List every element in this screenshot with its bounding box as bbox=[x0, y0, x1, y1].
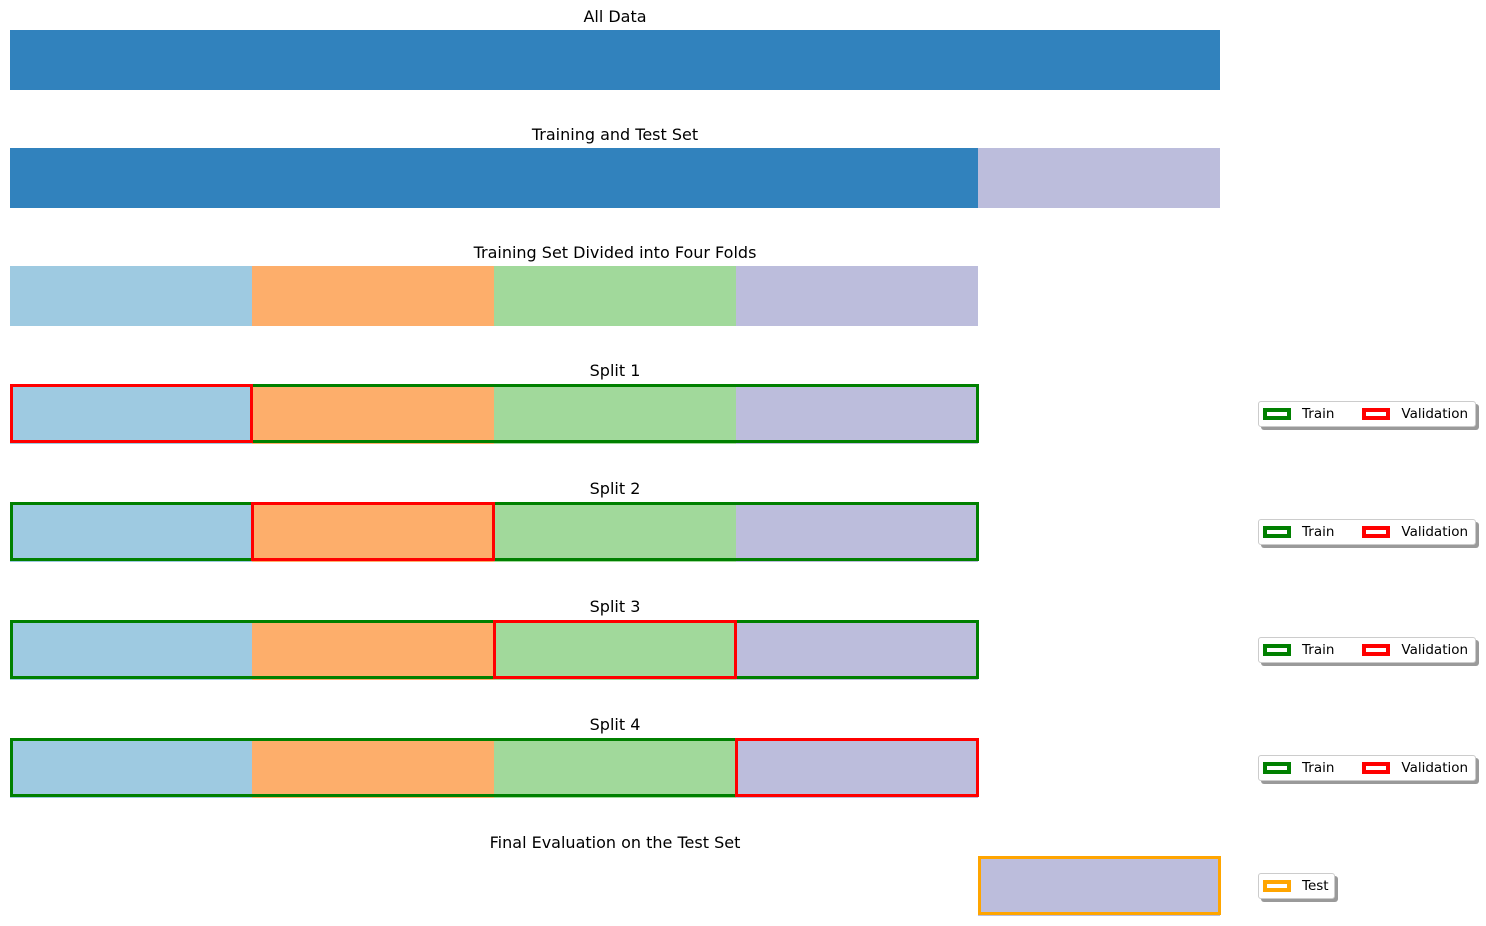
final-legend: Test bbox=[1258, 873, 1335, 899]
fold-4-segment bbox=[736, 384, 978, 444]
train-swatch bbox=[1263, 644, 1291, 656]
validation-swatch bbox=[1362, 526, 1391, 538]
validation-swatch bbox=[1362, 762, 1391, 774]
panel-title: Split 4 bbox=[589, 715, 641, 734]
legend-test: Test bbox=[1263, 878, 1329, 894]
legend-train-label: Train bbox=[1302, 524, 1335, 540]
legend-validation-label: Validation bbox=[1401, 642, 1469, 658]
legend-train-label: Train bbox=[1302, 760, 1335, 776]
legend-train: Train bbox=[1263, 524, 1334, 540]
legend-validation-label: Validation bbox=[1401, 406, 1469, 422]
legend-train-label: Train bbox=[1302, 642, 1335, 658]
fold-2-segment bbox=[252, 620, 494, 680]
fold-4-segment bbox=[736, 738, 978, 798]
validation-outline bbox=[10, 384, 253, 443]
legend-train: Train bbox=[1263, 406, 1334, 422]
split-4-bar bbox=[10, 738, 979, 798]
legend-train-label: Train bbox=[1302, 406, 1335, 422]
panel-title: Final Evaluation on the Test Set bbox=[489, 833, 741, 852]
split-1-legend: Train Validation bbox=[1258, 401, 1476, 427]
fold-4-segment bbox=[736, 620, 978, 680]
training-segment bbox=[10, 148, 978, 208]
fold-2-segment bbox=[252, 384, 494, 444]
test-segment bbox=[978, 856, 1220, 916]
panel-title: Training Set Divided into Four Folds bbox=[473, 243, 757, 262]
train-test-bar bbox=[10, 148, 1220, 208]
fold-3-segment bbox=[494, 266, 736, 326]
panel-title: Split 2 bbox=[589, 479, 641, 498]
split-3-legend: Train Validation bbox=[1258, 637, 1476, 663]
legend-train: Train bbox=[1263, 642, 1334, 658]
legend-validation-label: Validation bbox=[1401, 524, 1469, 540]
legend-validation: Validation bbox=[1362, 406, 1468, 422]
fold-1-segment bbox=[10, 502, 252, 562]
fold-1-segment bbox=[10, 738, 252, 798]
legend-test-label: Test bbox=[1302, 878, 1329, 894]
split-2-bar bbox=[10, 502, 979, 562]
legend-validation: Validation bbox=[1362, 760, 1468, 776]
split-2-legend: Train Validation bbox=[1258, 519, 1476, 545]
legend-train: Train bbox=[1263, 760, 1334, 776]
fold-2-segment bbox=[252, 738, 494, 798]
split-1-bar bbox=[10, 384, 979, 444]
train-swatch bbox=[1263, 762, 1291, 774]
validation-swatch bbox=[1362, 408, 1391, 420]
train-swatch bbox=[1263, 408, 1291, 420]
fold-4-segment bbox=[736, 502, 978, 562]
validation-outline bbox=[493, 620, 737, 679]
panel-title: Training and Test Set bbox=[531, 125, 699, 144]
legend-validation: Validation bbox=[1362, 524, 1468, 540]
panel-title: Split 3 bbox=[589, 597, 641, 616]
fold-3-segment bbox=[494, 384, 736, 444]
legend-validation-label: Validation bbox=[1401, 760, 1469, 776]
all-data-segment bbox=[10, 30, 1220, 90]
fold-1-segment bbox=[10, 266, 252, 326]
panel-title: All Data bbox=[583, 7, 647, 26]
panel-title: Split 1 bbox=[589, 361, 641, 380]
validation-outline bbox=[735, 738, 979, 797]
fold-1-segment bbox=[10, 620, 252, 680]
fold-2-segment bbox=[252, 266, 494, 326]
validation-outline bbox=[251, 502, 495, 561]
all-data-bar bbox=[10, 30, 1220, 90]
test-segment bbox=[978, 148, 1220, 208]
test-outline bbox=[978, 856, 1221, 915]
split-3-bar bbox=[10, 620, 979, 680]
split-4-legend: Train Validation bbox=[1258, 755, 1476, 781]
folds-bar bbox=[10, 266, 978, 326]
fold-4-segment bbox=[736, 266, 978, 326]
fold-3-segment bbox=[494, 502, 736, 562]
validation-swatch bbox=[1362, 644, 1391, 656]
fold-1-segment bbox=[10, 384, 252, 444]
fold-3-segment bbox=[494, 620, 736, 680]
train-swatch bbox=[1263, 526, 1291, 538]
fold-3-segment bbox=[494, 738, 736, 798]
test-swatch bbox=[1263, 880, 1291, 892]
legend-validation: Validation bbox=[1362, 642, 1468, 658]
fold-2-segment bbox=[252, 502, 494, 562]
final-test-bar bbox=[978, 856, 1221, 916]
